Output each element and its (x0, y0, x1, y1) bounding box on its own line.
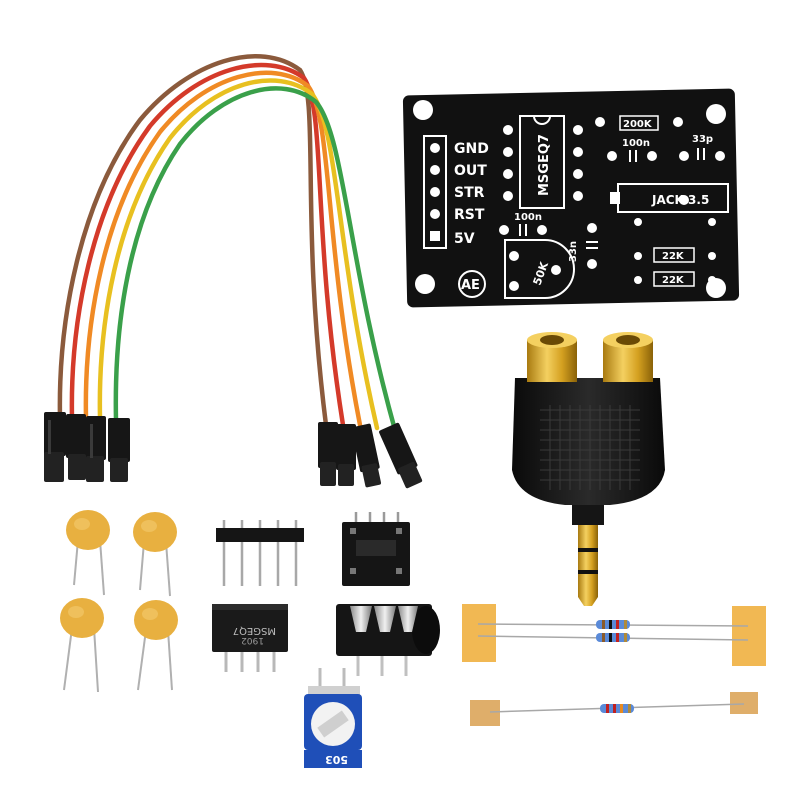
pin-label-str: STR (454, 185, 485, 201)
ceramic-capacitor (134, 600, 178, 691)
resistor (600, 704, 634, 713)
ceramic-capacitor (60, 598, 104, 693)
trimmer-potentiometer: 503 (304, 668, 362, 768)
pin-label-5v: 5V (454, 231, 475, 247)
wire-red (69, 62, 346, 428)
msgeq7-breakout-pcb: GND OUT STR RST 5V MSGEQ7 200K 100n 33p … (402, 88, 740, 308)
ceramic-capacitor (133, 512, 177, 597)
ceramic-capacitors (60, 510, 178, 693)
pcb-logo: AE (461, 278, 480, 293)
jumper-wire-ribbon (44, 54, 423, 489)
wire-green (113, 86, 398, 433)
resistor (596, 620, 630, 629)
pin-label-gnd: GND (454, 141, 489, 157)
resistor (596, 633, 630, 642)
wire-brown (57, 54, 329, 428)
pcb-chip-label: MSGEQ7 (537, 134, 552, 196)
right-dupont-connectors (318, 422, 423, 489)
resistor-pair-taped (462, 604, 766, 666)
wire-yellow (97, 78, 380, 431)
dip8-socket (342, 512, 410, 586)
pot-marking: 503 (325, 753, 348, 766)
pin-header (216, 520, 304, 586)
res-200k-label: 200K (623, 119, 653, 130)
audio-jack (336, 604, 440, 676)
pin-label-out: OUT (454, 163, 487, 179)
mounting-hole (413, 100, 433, 120)
mounting-hole (415, 274, 435, 294)
resistor-single-taped (470, 692, 758, 726)
ic-marking-line2: 1902 (241, 635, 264, 645)
ceramic-capacitor (66, 510, 110, 596)
mounting-hole (706, 104, 726, 124)
cap-33n-label: 33n (568, 241, 579, 262)
wire-orange (83, 70, 363, 428)
cap-33p-label: 33p (692, 134, 713, 145)
res-22k-label-b: 22K (662, 275, 685, 286)
rca-splitter-adapter (512, 332, 665, 606)
cap-100n-label-a: 100n (514, 212, 542, 223)
res-22k-label-a: 22K (662, 251, 685, 262)
ic-marking-line1: MSGEQ7 (233, 625, 276, 636)
ic-chip: MSGEQ7 1902 (212, 604, 288, 672)
pin-label-rst: RST (454, 207, 485, 223)
cap-100n-label-b: 100n (622, 138, 650, 149)
left-dupont-connectors (44, 412, 130, 482)
